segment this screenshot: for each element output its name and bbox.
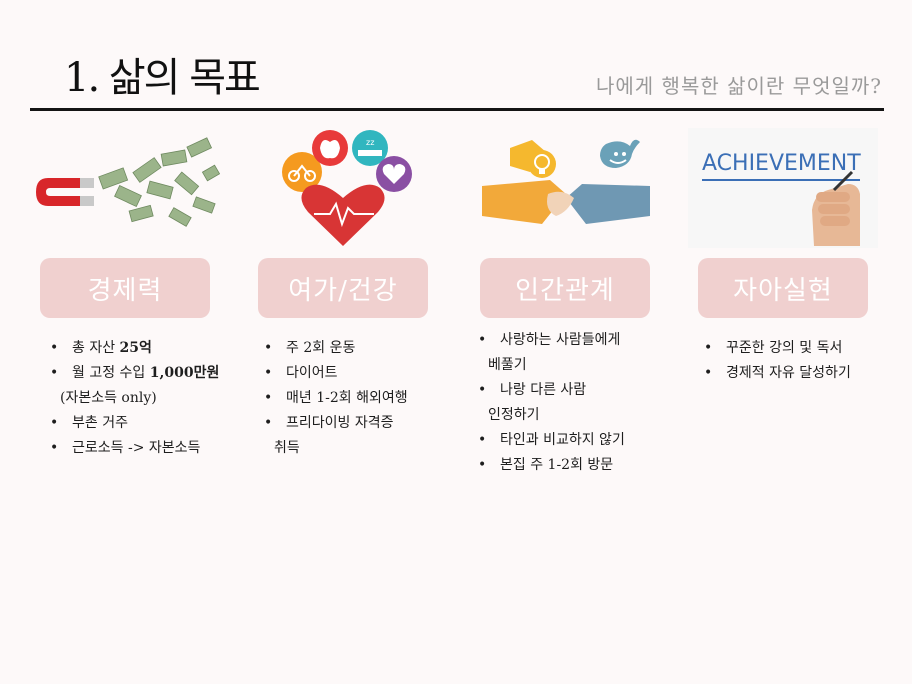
goal-label-relationship: 인간관계 — [480, 258, 650, 318]
svg-text:ACHIEVEMENT: ACHIEVEMENT — [702, 151, 861, 176]
page-subtitle: 나에게 행복한 삶이란 무엇일까? — [596, 74, 882, 98]
magnet-money-icon — [30, 128, 220, 248]
list-item: 근로소득 -> 자본소득 — [50, 436, 220, 461]
page-title: 1. 삶의 목표 — [64, 55, 261, 101]
goal-list-relationship: 사랑하는 사람들에게 베풀기 나랑 다른 사람 인정하기 타인과 비교하지 않기… — [470, 328, 660, 478]
goal-list-leisure: 주 2회 운동 다이어트 매년 1-2회 해외여행 프리다이빙 자격증 취득 — [248, 336, 438, 461]
title-divider — [30, 108, 884, 111]
svg-text:zz: zz — [366, 138, 374, 147]
list-item: 나랑 다른 사람 — [478, 378, 660, 403]
goal-column-self-realization: ACHIEVEMENT 자아실현 꾸준한 강의 및 독서 경제적 자유 달성하기 — [688, 128, 878, 386]
list-item: 매년 1-2회 해외여행 — [264, 386, 438, 411]
goal-column-relationship: 인간관계 사랑하는 사람들에게 베풀기 나랑 다른 사람 인정하기 타인과 비교… — [470, 128, 660, 478]
list-item: 타인과 비교하지 않기 — [478, 428, 660, 453]
list-item: 주 2회 운동 — [264, 336, 438, 361]
heart-health-icon: zz — [248, 128, 438, 248]
list-item: 경제적 자유 달성하기 — [704, 361, 878, 386]
goal-label-leisure: 여가/건강 — [258, 258, 428, 318]
goal-column-economy: 경제력 총 자산 25억 월 고정 수입 1,000만원 (자본소득 only)… — [30, 128, 220, 461]
list-item: 인정하기 — [488, 407, 540, 423]
list-item: 다이어트 — [264, 361, 438, 386]
goal-list-self-realization: 꾸준한 강의 및 독서 경제적 자유 달성하기 — [688, 336, 878, 386]
list-item: 사랑하는 사람들에게 — [478, 328, 660, 353]
list-item: 베풀기 — [488, 357, 527, 373]
list-item: 꾸준한 강의 및 독서 — [704, 336, 878, 361]
list-item: 취득 — [274, 440, 300, 456]
list-item: (자본소득 only) — [60, 390, 157, 406]
list-item: 부촌 거주 — [50, 411, 220, 436]
goal-label-economy: 경제력 — [40, 258, 210, 318]
goal-label-self-realization: 자아실현 — [698, 258, 868, 318]
list-item: 월 고정 수입 1,000만원 — [50, 361, 220, 386]
handshake-icon — [470, 128, 660, 248]
achievement-icon: ACHIEVEMENT — [688, 128, 878, 248]
goal-column-leisure: zz 여가/건강 주 2회 운동 다이어트 매년 1-2회 해외여행 프리다이빙… — [248, 128, 438, 461]
list-item: 총 자산 25억 — [50, 336, 220, 361]
goal-list-economy: 총 자산 25억 월 고정 수입 1,000만원 (자본소득 only) 부촌 … — [30, 336, 220, 461]
list-item: 프리다이빙 자격증 — [264, 411, 438, 436]
list-item: 본집 주 1-2회 방문 — [478, 453, 660, 478]
